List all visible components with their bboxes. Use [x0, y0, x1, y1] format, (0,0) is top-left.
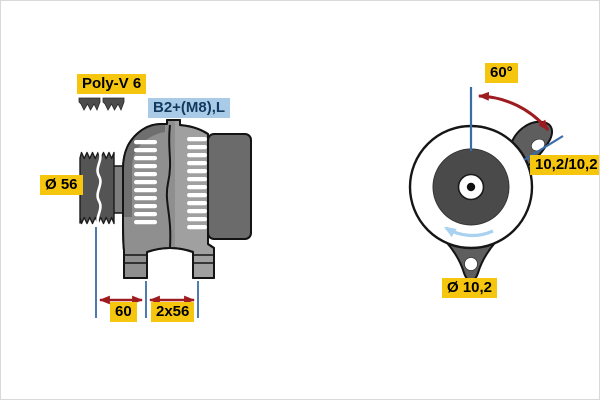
rear-cover	[207, 133, 252, 240]
housing-outline	[122, 119, 215, 279]
belt-type-label: Poly-V 6	[77, 74, 147, 94]
dimension-2x56-label: 2x56	[151, 302, 195, 322]
pulley	[79, 150, 115, 227]
mount-holes-label: 10,2/10,2	[530, 155, 599, 175]
angle-arc-arrow-icon	[477, 91, 550, 131]
shaft-center	[466, 182, 476, 192]
front-vent-slots	[134, 140, 157, 225]
bottom-lug-hole	[464, 257, 478, 271]
rotation-direction-arrow-icon	[443, 226, 494, 238]
pulley-diameter-label: Ø 56	[40, 175, 83, 195]
terminal-label: B2+(M8),L	[148, 98, 231, 118]
side-view	[78, 97, 252, 318]
angle-60-label: 60°	[485, 63, 518, 83]
rear-vent-slots	[187, 137, 207, 230]
dimension-60-label: 60	[110, 302, 137, 322]
break-line	[96, 150, 102, 227]
poly-v-belt-profile-icon	[78, 97, 125, 111]
hole-diameter-label: Ø 10,2	[442, 278, 498, 298]
mounting-feet-lines	[124, 254, 214, 264]
front-view	[408, 87, 564, 282]
dimension-lines	[95, 227, 199, 318]
